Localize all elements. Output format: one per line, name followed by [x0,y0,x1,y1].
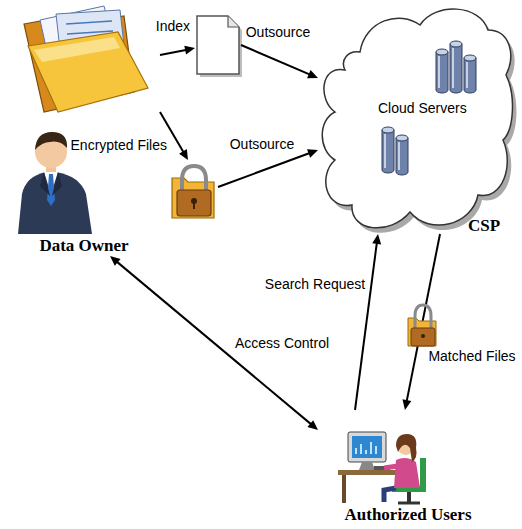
encrypted-folder-icon [172,166,214,218]
connector-arrow [355,234,381,410]
arrowhead [307,70,318,78]
node-label: Index [156,18,190,34]
edge-label: Matched Files [426,348,517,364]
user-node: Authorized Users [318,410,498,525]
connector-line [160,50,187,55]
node-label: CSP [468,216,500,236]
arrowhead [372,234,381,244]
connector-arrow [218,149,318,187]
index-node: Index [195,14,241,76]
index-document-icon [197,16,242,77]
edge-label: Access Control [233,335,331,351]
connector-arrow [402,234,440,410]
cloud-shape [322,9,516,233]
edge-label: Search Request [263,276,367,292]
arrowhead [179,149,188,160]
folder-icon [24,6,148,112]
matched-files-lock-icon [408,305,436,346]
node-label: Encrypted Files [71,137,167,153]
node-label: Authorized Users [344,505,471,525]
encrypted-files-node: Encrypted Files [168,160,218,220]
arrowhead [402,399,411,410]
arrowhead [110,256,121,266]
connector-arrow [160,46,195,55]
edge-label: Outsource [244,24,313,40]
arrowhead [184,46,195,55]
connector-line [241,45,311,75]
data-owner-node: Data Owner [8,2,160,256]
connector-line [355,242,377,410]
edge-label: Outsource [228,136,297,152]
connector-line [218,153,310,187]
node-label: Cloud Servers [378,100,467,116]
connector-line [407,234,441,402]
arrowhead [307,149,318,157]
cloud-node: Cloud ServersCSP [318,2,520,234]
node-label: Data Owner [39,236,128,256]
arrowhead [307,420,318,430]
connector-arrow [241,45,318,78]
user-figure [338,432,426,503]
